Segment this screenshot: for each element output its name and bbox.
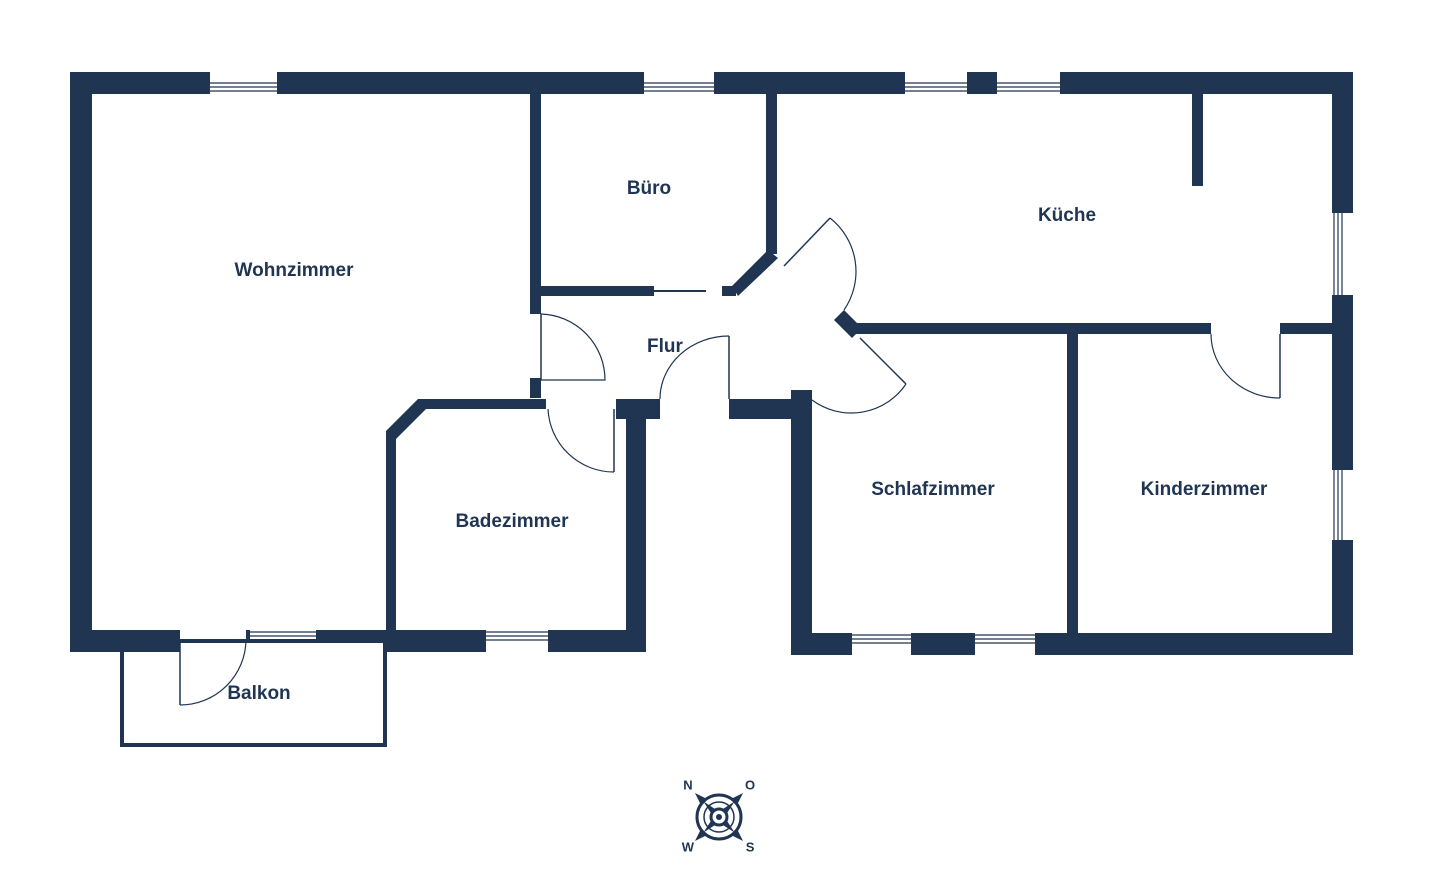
window-top-wohnzimmer [210,80,277,93]
compass-north-label: N [683,777,692,792]
door-wohnzimmer [540,313,606,381]
room-label-wohnzimmer: Wohnzimmer [235,260,355,281]
window-bottom-wohnzimmer [250,631,316,641]
room-label-badezimmer: Badezimmer [456,511,570,532]
door-badezimmer [547,408,615,473]
window-right-kueche [1333,213,1343,295]
door-entrance [659,335,730,400]
window-top-buero [644,80,714,93]
room-label-schlafzimmer: Schlafzimmer [871,479,995,500]
doors [179,217,1281,706]
door-balkon [179,639,247,706]
room-labels: Wohnzimmer Büro Küche Flur Badezimmer Sc… [227,178,1268,704]
interior-walls [120,94,1332,747]
window-top-kueche-1 [905,80,967,93]
window-top-kueche-2 [997,80,1060,93]
compass-east-label: O [745,777,755,792]
door-schlafzimmer [811,337,907,414]
compass-south-label: S [746,840,755,855]
window-bottom-badezimmer [486,631,548,641]
compass-rose-icon: N O S W [682,777,755,855]
room-label-balkon: Balkon [227,683,290,704]
window-bottom-schlafzimmer-2 [975,634,1035,644]
door-kueche [783,217,857,311]
door-kinderzimmer [1210,333,1281,399]
room-label-buero: Büro [627,178,671,199]
windows [210,80,1343,644]
window-right-kinderzimmer [1333,470,1343,540]
room-label-kueche: Küche [1038,205,1096,226]
room-label-kinderzimmer: Kinderzimmer [1141,479,1268,500]
window-bottom-schlafzimmer-1 [852,634,911,644]
exterior-walls [70,72,1353,655]
compass-west-label: W [682,840,695,855]
room-label-flur: Flur [647,336,683,357]
